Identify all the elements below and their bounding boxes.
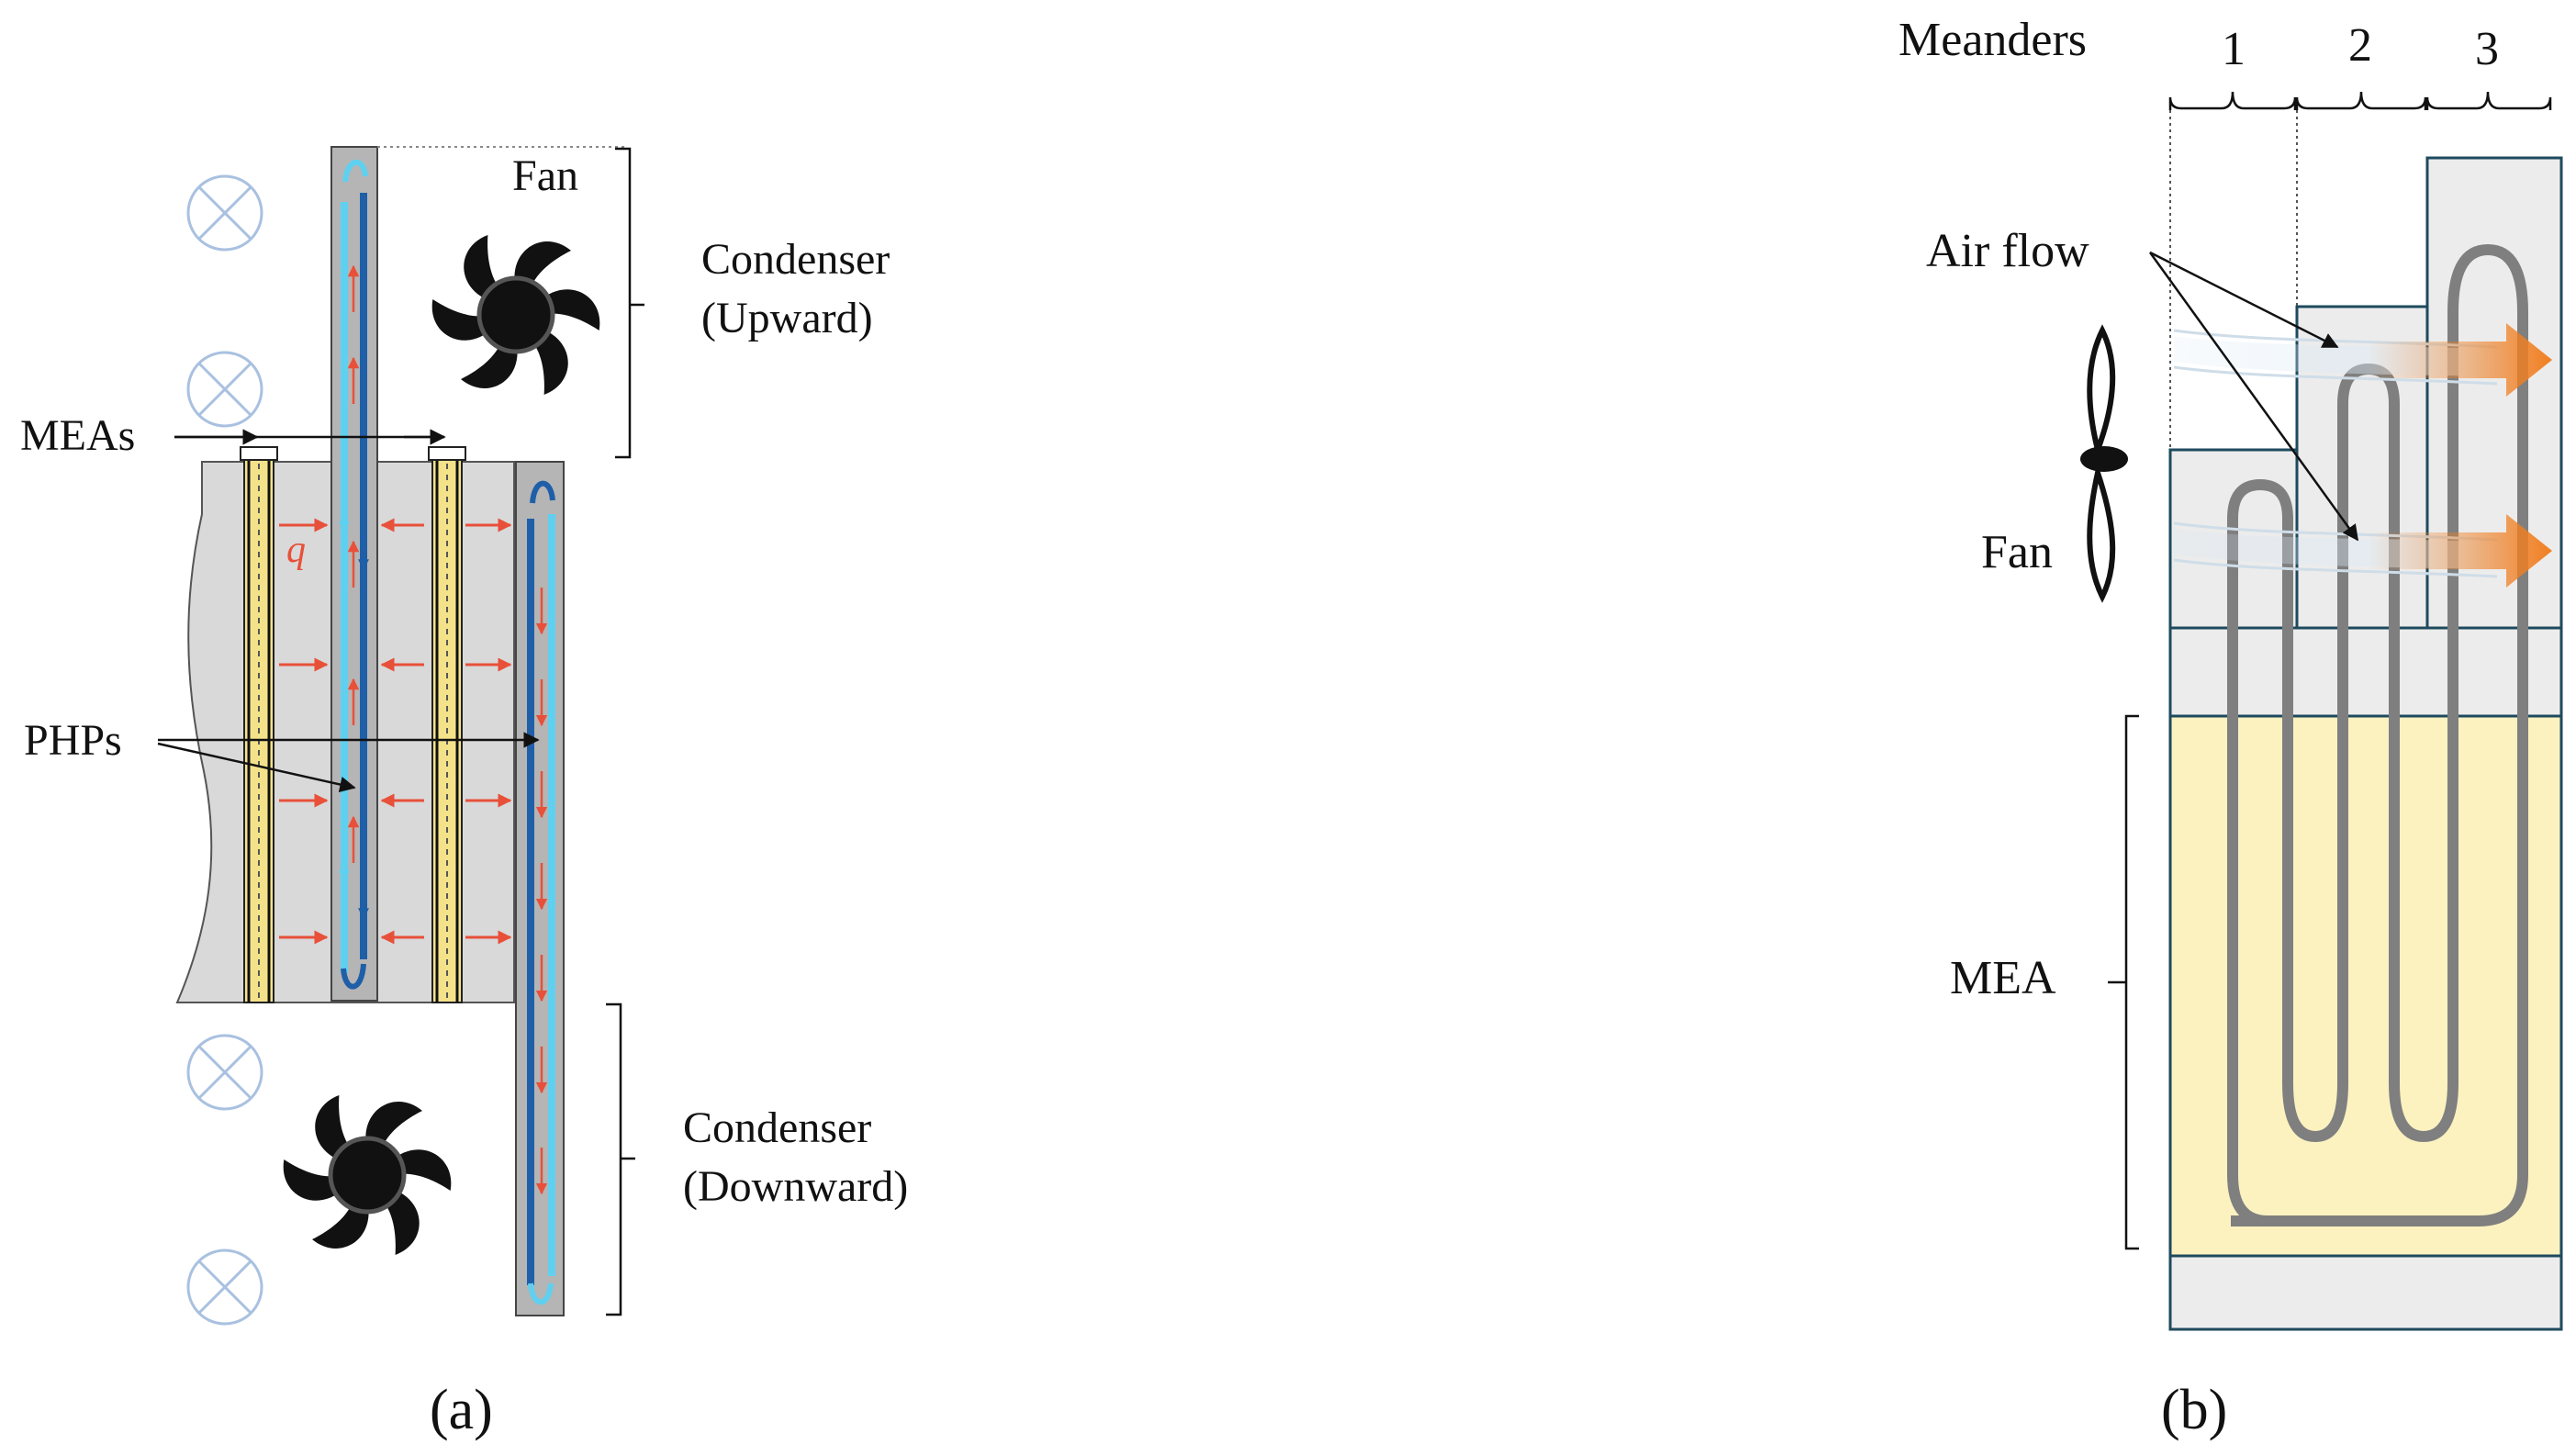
- cross-circle-icon: [186, 1034, 263, 1111]
- panel-b: Meanders 1 2 3 Air flow Fan MEA (b): [1898, 14, 2563, 1441]
- cross-circle-icon: [186, 174, 263, 252]
- meander-brace-1: [2168, 91, 2297, 110]
- brace-downward: [606, 1002, 635, 1316]
- meander-number-1: 1: [2222, 23, 2246, 75]
- meander-brace-2: [2295, 91, 2427, 110]
- airflow-pointer: [2148, 252, 2359, 542]
- heat-flux-arrows: [279, 518, 512, 945]
- php-downward: [515, 461, 565, 1316]
- plate-bottom: [2168, 1254, 2563, 1331]
- fan-label: Fan: [512, 151, 578, 200]
- heat-flux-label: q: [286, 529, 306, 571]
- mea-strip: [428, 446, 466, 1003]
- meander-number-2: 2: [2348, 19, 2372, 72]
- meas-label: MEAs: [20, 411, 135, 460]
- phps-label: PHPs: [24, 716, 122, 765]
- panel-b-caption: (b): [2161, 1379, 2227, 1441]
- meander-number-3: 3: [2475, 23, 2499, 75]
- fan-label: Fan: [1981, 526, 2053, 578]
- condenser-upward-label: (Upward): [701, 294, 873, 342]
- panel-a-caption: (a): [430, 1379, 493, 1441]
- brace-upward: [615, 147, 644, 459]
- phps-pointer: [157, 742, 356, 793]
- meander-brace-3: [2425, 91, 2552, 110]
- fan-icon: [283, 1095, 452, 1255]
- mea-label: MEA: [1950, 952, 2056, 1004]
- panel-a: q: [20, 146, 908, 1441]
- mea-brace: [2108, 714, 2139, 1250]
- cross-circle-icon: [186, 1249, 263, 1326]
- air-flow-arrow: [2173, 514, 2552, 588]
- condenser-downward-label: (Downward): [683, 1162, 908, 1211]
- php-upward: [330, 146, 378, 1002]
- meanders-label: Meanders: [1898, 14, 2087, 66]
- mea-strip: [240, 446, 278, 1003]
- condenser-downward-label: Condenser: [683, 1103, 871, 1152]
- air-flow-label: Air flow: [1926, 225, 2089, 277]
- cross-circle-icon: [186, 351, 263, 428]
- condenser-upward-label: Condenser: [701, 235, 890, 284]
- fan-icon: [2080, 324, 2128, 603]
- airflow-pointer: [2149, 251, 2339, 349]
- fan-icon: [431, 235, 600, 395]
